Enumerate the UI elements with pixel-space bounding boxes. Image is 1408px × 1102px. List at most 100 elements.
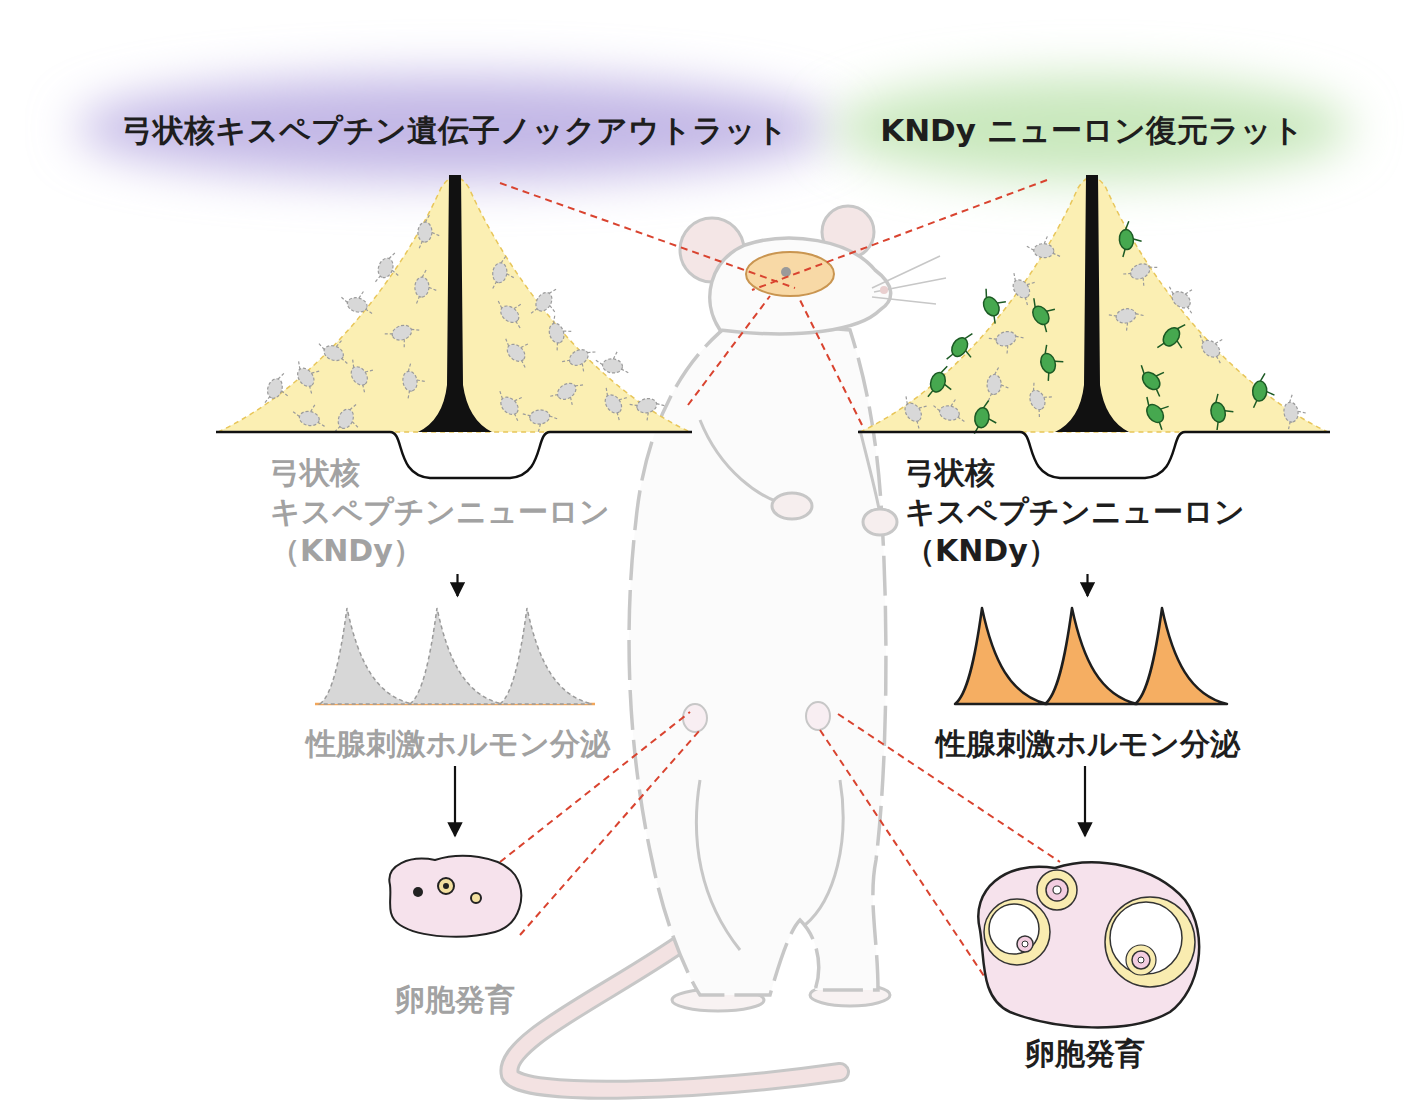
neuron-process [562,344,602,379]
ovary-outline [389,856,521,937]
kndy-neuron-absent [930,394,969,423]
neuron-soma [533,290,555,314]
oocyte [1046,879,1068,901]
neuron-process [315,333,355,364]
neuron-process [1194,326,1234,364]
hormone-pulse [500,608,592,704]
neuron-soma [928,371,947,394]
neuron-soma [415,277,430,297]
kndy-neuron-absent [629,395,668,424]
neuron-soma [1038,352,1057,375]
kndy-neuron-absent [417,214,441,250]
label-text: 弓状核 キスペプチンニューロン （KNDy） [905,455,1245,568]
label-text: 卵胞発育 [395,982,515,1017]
panel-title: 弓状核キスペプチン遺伝子ノックアウトラット [112,106,798,154]
neuron-process [978,283,1012,323]
arcuate-nucleus: 弓状核 キスペプチンニューロン （KNDy） [840,170,1340,570]
neuron-process [1157,319,1194,359]
follicle [1105,897,1195,987]
follicle [413,887,423,897]
neuron-soma [602,392,625,416]
flow-arrow [456,574,458,596]
neuron-soma [547,322,566,345]
hormone-pulse [410,608,502,704]
hypothalamus-section [840,170,1340,485]
oocyte-nucleus [1138,957,1144,963]
neuron-process [928,364,958,403]
neuron-soma [1160,325,1183,349]
follicle [1037,870,1077,910]
rat-leg-line [696,780,843,950]
label-text: 卵胞発育 [1025,1036,1145,1071]
arcuate-nucleus: 弓状核 キスペプチンニューロン （KNDy） [200,170,710,570]
rat-tail [509,930,840,1090]
neuron-soma [401,370,418,392]
neuron-soma [322,343,346,363]
kndy-neuron-absent [314,333,355,366]
neuron-process [493,382,532,421]
hormone-pulses: 性腺刺激ホルモン分泌 [915,600,1260,762]
panel-title: KNDy ニューロン復元ラット [870,106,1314,154]
rat-nose [880,286,888,294]
kndy-neuron-absent [373,249,406,289]
neuron-soma [1115,307,1138,325]
neuron-soma [491,262,508,284]
oocyte [443,883,449,889]
text-block: 弓状核 キスペプチンニューロン （KNDy） [200,170,670,570]
text-block: 弓状核 キスペプチンニューロン （KNDy） [840,170,1305,570]
kndy-neuron-absent [338,286,377,316]
kndy-neuron-absent [263,369,295,409]
kndy-neuron-restored [976,283,1012,324]
neuron-process [531,284,567,324]
kndy-neuron-absent [498,330,539,370]
third-ventricle [418,175,492,432]
leader-line [688,296,770,405]
kndy-neuron-absent [1193,326,1234,365]
neuron-soma [497,394,521,418]
text-block: 性腺刺激ホルモン分泌 [285,600,630,762]
neuron-process [334,400,367,440]
neuron-soma [555,380,579,403]
neuron-soma [1010,277,1033,301]
neuron-soma [1209,401,1227,424]
kndy-neuron-absent [1122,257,1163,292]
kndy-neuron-absent [384,320,424,353]
brain-marker [781,267,791,277]
title-text: KNDy ニューロン復元ラット [880,112,1304,148]
kndy-neuron-restored [1118,220,1143,257]
neuron-process [1007,265,1044,305]
rat-tail [509,930,840,1090]
kndy-neuron-absent [544,311,576,351]
neuron-soma [949,335,971,359]
hormone-pulse [1045,608,1137,704]
neuron-soma [1283,401,1300,423]
neuron-process [1284,392,1309,429]
kndy-neuron-absent [522,408,559,434]
kndy-neuron-absent [1005,265,1044,306]
kndy-neuron-absent [491,291,532,330]
neuron-soma [1029,303,1052,327]
neuron-soma [1252,381,1267,402]
neuron-soma [265,377,285,400]
oocyte-nucleus [1022,941,1028,947]
kndy-neuron-absent [529,283,566,324]
rat-paw [863,509,897,535]
neuron-soma [417,222,432,243]
kndy-neuron-absent [290,400,329,428]
neuron-soma [980,294,1002,318]
rat-ovary-spot [683,704,707,732]
text-block: KNDy ニューロン復元ラット [870,106,1314,154]
neuron-process [265,370,295,410]
neuron-process [1140,390,1178,430]
pulse-graph [915,600,1260,710]
ovary-outline [978,863,1199,1028]
neuron-soma [602,358,624,374]
neuron-soma [1169,288,1193,311]
neuron-soma [973,407,990,429]
kndy-neuron-absent [597,381,635,422]
neuron-soma [1128,261,1152,282]
hormone-pulses: 性腺刺激ホルモン分泌 [285,600,630,762]
neuron-soma [498,303,522,326]
neuron-process [339,286,378,314]
